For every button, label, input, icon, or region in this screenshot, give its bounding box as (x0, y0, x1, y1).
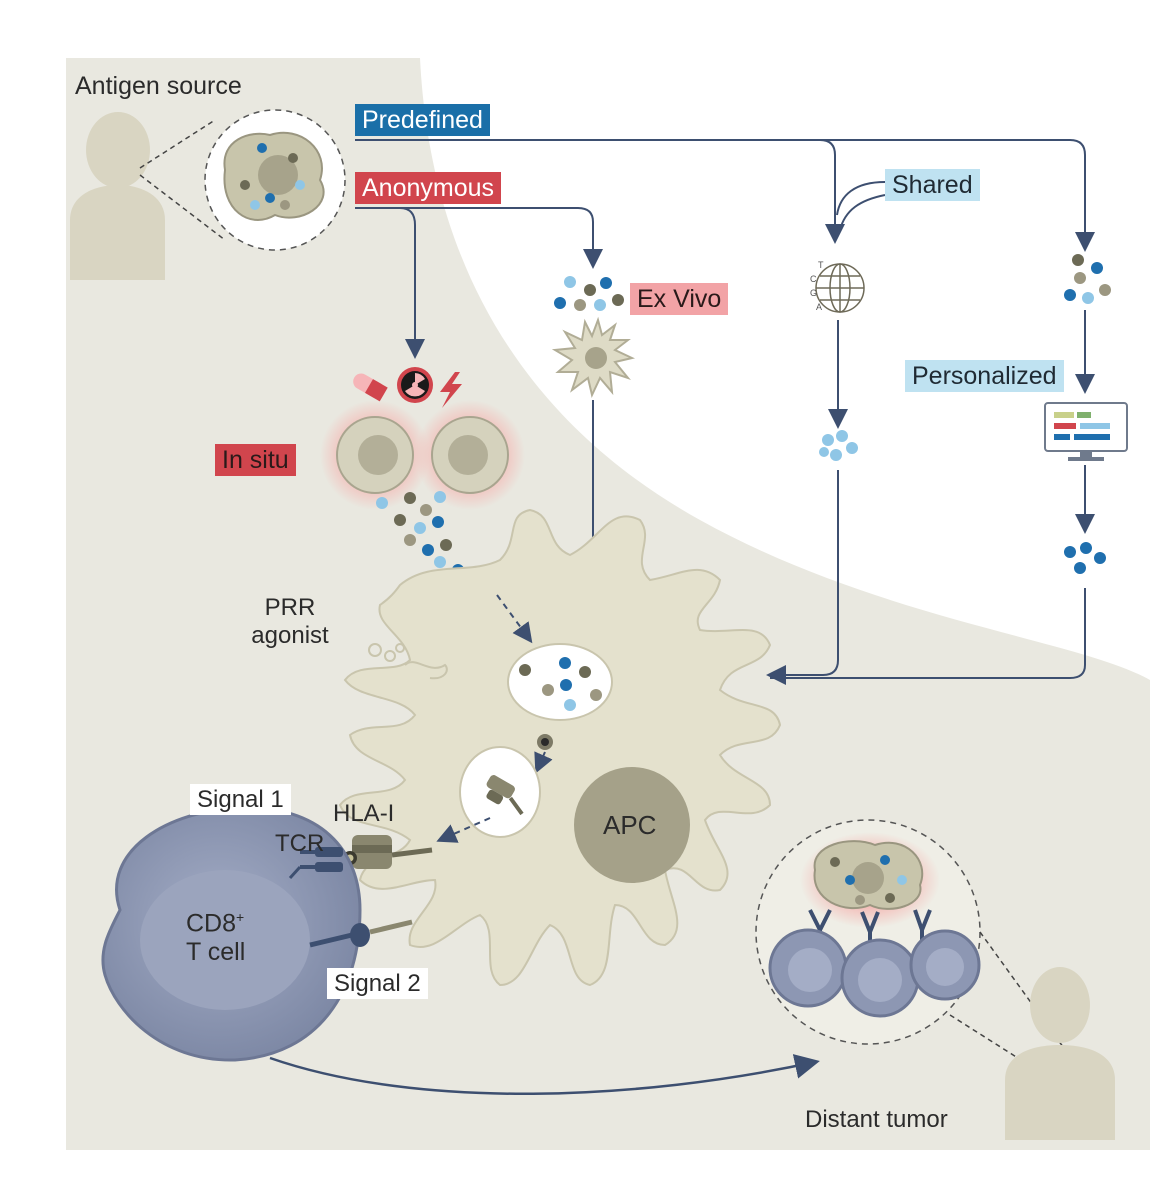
cd8-superscript: + (236, 909, 245, 925)
distant-tumor-label: Distant tumor (805, 1106, 948, 1133)
globe-letter-c: C (810, 274, 817, 284)
cd8-nucleus (140, 870, 310, 1010)
apc-nucleus (574, 767, 690, 883)
globe-letter-a: A (816, 302, 822, 312)
tcr-label: TCR (275, 830, 325, 857)
shared-peptides (819, 430, 858, 461)
costimulatory-pair (309, 919, 413, 948)
hla-label: HLA-I (333, 800, 395, 827)
predefined-tag: Predefined (355, 104, 490, 137)
prr-label-line2: agonist (251, 622, 329, 649)
prr-agonist-icon (368, 643, 448, 680)
personalized-peptides (1064, 254, 1111, 304)
tumor-cell-icon (223, 131, 325, 221)
shared-to-apc-line (766, 470, 839, 685)
predefined-arrow-2 (640, 139, 1095, 252)
dna-globe-icon (815, 263, 865, 313)
personalized-output-peptides (1064, 542, 1106, 574)
ex-vivo-tag: Ex Vivo (630, 283, 729, 316)
hla-i-surface (343, 835, 433, 869)
globe-letter-g: G (810, 288, 817, 298)
ex-vivo-peptides (554, 276, 624, 311)
signal1-label: Signal 1 (190, 784, 291, 816)
cd8-label-line1: CD8+ (186, 909, 245, 938)
tcr-receptor (288, 847, 343, 880)
computer-monitor-icon (1044, 402, 1128, 461)
apc-label: APC (603, 810, 657, 840)
person-silhouette-icon (70, 112, 165, 280)
dying-tumor-cell-right (431, 416, 509, 494)
in-situ-tag: In situ (215, 444, 296, 477)
person-silhouette-icon-distant (1005, 967, 1115, 1140)
personalized-to-apc-line (770, 588, 1086, 679)
globe-letter-t: T (818, 260, 824, 270)
shared-tag: Shared (885, 169, 980, 202)
radiation-icon (397, 367, 433, 403)
lightning-icon (440, 372, 462, 408)
anonymous-tag: Anonymous (355, 172, 502, 205)
pill-icon (353, 373, 388, 402)
dying-tumor-cell-left (336, 416, 414, 494)
distant-tumor-cell (813, 840, 924, 910)
cd8-label-line2: T cell (186, 938, 246, 966)
hla-in-vesicle (486, 775, 524, 816)
personalized-tag: Personalized (905, 360, 1064, 393)
tcell-to-tumor-arrow (269, 1054, 820, 1095)
prr-label-line1: PRR (264, 594, 316, 621)
signal2-label: Signal 2 (327, 968, 428, 1000)
dendritic-cell-icon (551, 316, 636, 399)
antigen-source-label: Antigen source (75, 72, 242, 100)
endosome (507, 643, 613, 721)
anonymous-arrow-exvivo (400, 207, 603, 269)
